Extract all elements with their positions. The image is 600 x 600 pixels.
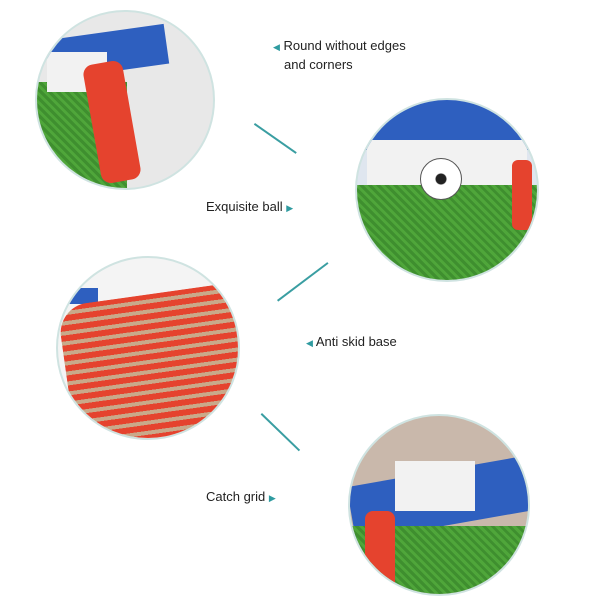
feature-label-ball: Exquisite ball ▶: [206, 199, 294, 214]
photo-ball: [355, 98, 539, 282]
connector-line: [277, 262, 329, 302]
triangle-left-icon: ◀: [306, 338, 313, 348]
photo-catch-grid: [348, 414, 530, 596]
red-grid-base: [58, 282, 238, 438]
triangle-right-icon: ▶: [286, 203, 294, 213]
blue-edge: [68, 288, 98, 304]
red-goalkeeper: [512, 160, 532, 230]
feature-label-base: ◀ Anti skid base: [306, 334, 397, 349]
grass-field: [357, 185, 537, 280]
photo-round-edges: [35, 10, 215, 190]
triangle-left-icon: ◀: [273, 42, 280, 52]
triangle-right-icon: ▶: [268, 493, 276, 503]
red-goalkeeper: [365, 511, 395, 591]
connector-line: [260, 413, 301, 451]
connector-line: [254, 123, 297, 154]
feature-label-round: ◀ Round without edges and corners: [273, 38, 406, 72]
goal-net: [395, 461, 475, 511]
feature-label-grid: Catch grid ▶: [206, 489, 276, 504]
photo-anti-skid-base: [56, 256, 240, 440]
soccer-ball: [420, 158, 462, 200]
